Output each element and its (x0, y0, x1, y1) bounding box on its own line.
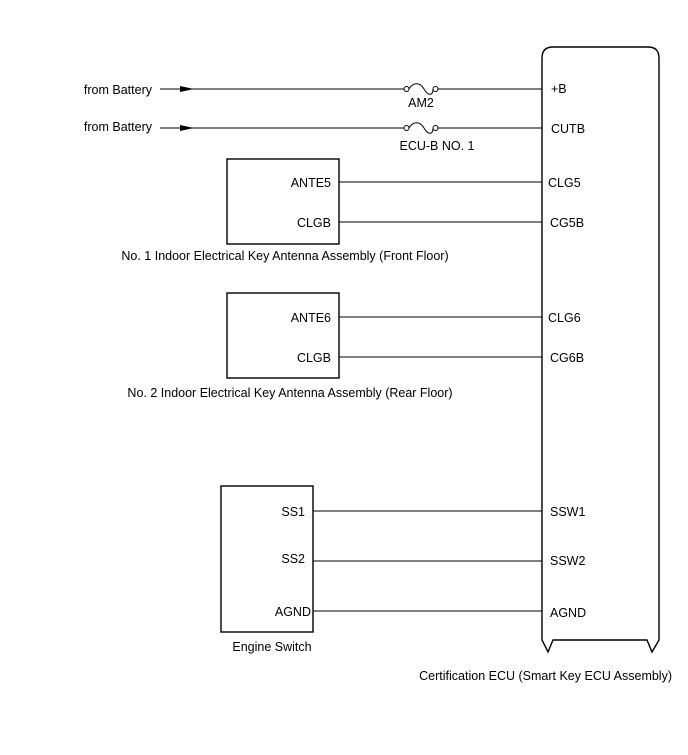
ecu-body (541, 46, 660, 654)
ecu-pin-label: CUTB (551, 122, 585, 136)
arrow-icon (180, 86, 194, 92)
ecu-pin-label: SSW1 (550, 505, 585, 519)
antenna-rear-box (226, 292, 340, 379)
component-pin-label: ANTE6 (291, 311, 331, 325)
fuse-icon (403, 83, 439, 95)
engine-switch-box (220, 485, 314, 633)
fuse-label: ECU-B NO. 1 (399, 139, 474, 153)
ecu-pin-label: AGND (550, 606, 586, 620)
ecu-pin-label: CLG6 (548, 311, 581, 325)
battery-source-label: from Battery (84, 83, 153, 97)
component-pin-label: SS1 (281, 505, 305, 519)
antenna-rear-caption: No. 2 Indoor Electrical Key Antenna Asse… (127, 386, 452, 400)
fuse-label: AM2 (408, 96, 434, 110)
antenna-front-caption: No. 1 Indoor Electrical Key Antenna Asse… (121, 249, 448, 263)
component-pin-label: ANTE5 (291, 176, 331, 190)
battery-source-label: from Battery (84, 120, 153, 134)
component-pin-label: AGND (275, 605, 311, 619)
ecu-pin-label: SSW2 (550, 554, 585, 568)
ecu-pin-label: CLG5 (548, 176, 581, 190)
component-pin-label: SS2 (281, 552, 305, 566)
ecu-pin-label: CG6B (550, 351, 584, 365)
component-pin-label: CLGB (297, 216, 331, 230)
component-pin-label: CLGB (297, 351, 331, 365)
arrow-icon (180, 125, 194, 131)
ecu-caption: Certification ECU (Smart Key ECU Assembl… (419, 669, 672, 683)
ecu-pin-label: CG5B (550, 216, 584, 230)
antenna-front-box (226, 158, 340, 245)
fuse-icon (403, 122, 439, 134)
engine-switch-caption: Engine Switch (232, 640, 311, 654)
ecu-pin-label: +B (551, 82, 567, 96)
